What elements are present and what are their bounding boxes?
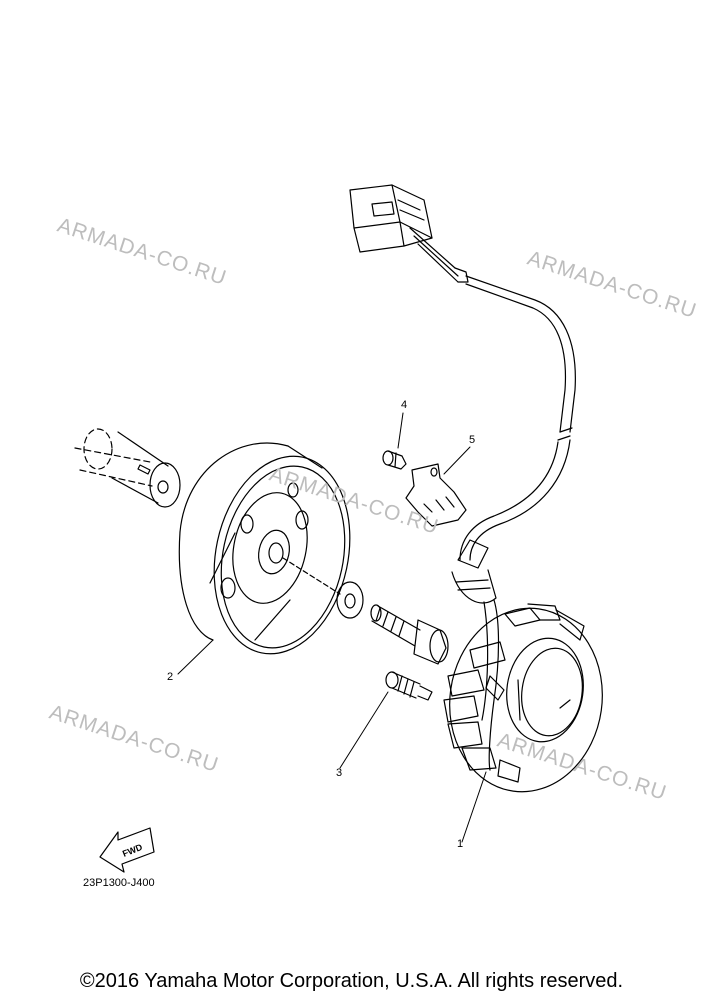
fwd-label: FWD [121,842,144,859]
crankshaft-end [74,428,153,487]
stator-screw [385,671,433,701]
diagram-code: 23P1300-J400 [83,877,155,889]
stator-coil [443,599,603,793]
wire-clamp [405,463,467,527]
small-screw [382,450,407,470]
leader-lines [177,412,487,843]
rotor-centerline [282,557,341,595]
crankshaft-tip [111,431,181,508]
callout-part-3: 3 [336,767,343,779]
callout-part-2: 2 [167,671,174,683]
copyright-notice: ©2016 Yamaha Motor Corporation, U.S.A. A… [79,970,624,992]
rotor-bolt [370,604,449,665]
rotor-assembly [178,442,351,655]
wire-grommet [451,539,497,604]
wire-coupler [349,184,469,283]
callout-part-4: 4 [401,399,408,411]
callout-part-5: 5 [469,434,476,446]
lead-wire [459,275,576,561]
washer [336,581,364,619]
callout-part-1: 1 [457,838,464,850]
fwd-arrow-icon [99,827,155,873]
